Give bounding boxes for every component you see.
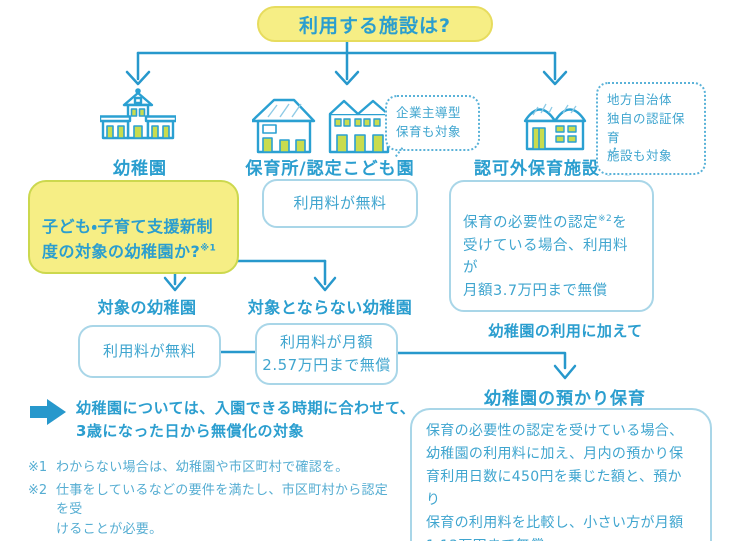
kindergarten-age-note: 幼稚園については、入園できる時期に合わせて、 3歳になった日から無償化の対象 [76, 399, 416, 440]
footnote-text: 仕事をしているなどの要件を満たし、市区町村から認定を受 けることが必要。 [56, 482, 389, 537]
unlicensed-facility-icon [523, 95, 587, 153]
footnote-marker: ※2 [28, 482, 48, 498]
unlicensed-fee-box: 保育の必要性の認定※2を 受けている場合、利用料が 月額3.7万円まで無償 [449, 180, 654, 313]
nursery-icon [250, 94, 392, 156]
footnote-1: ※1 わからない場合は、幼稚園や市区町村で確認を。 [28, 458, 398, 478]
not-eligible-kindergarten-label: 対象とならない幼稚園 [247, 298, 413, 317]
unlicensed-fee-text: 保育の必要性の認定 [463, 215, 598, 232]
root-question-label: 利用する施設は? [298, 14, 452, 37]
bubble-local-certified: 地方自治体 独自の認証保育 施設も対象 [596, 82, 706, 175]
arrow-right-icon [30, 399, 68, 425]
root-question: 利用する施設は? [257, 6, 493, 42]
bubble-corporate-childcare: 企業主導型 保育も対象 [385, 95, 480, 151]
nursery-fee-box: 利用料が無料 [262, 179, 418, 228]
branch-label-nursery: 保育所/認定こども園 [245, 159, 415, 179]
unlicensed-fee-text: を 受けている場合、利用料が 月額3.7万円まで無償 [463, 215, 628, 299]
footnotes: ※1 わからない場合は、幼稚園や市区町村で確認を。 ※2 仕事をしているなどの要… [28, 458, 398, 541]
kindergarten-icon [98, 88, 178, 152]
footnote-2: ※2 仕事をしているなどの要件を満たし、市区町村から認定を受 けることが必要。 [28, 481, 398, 540]
footnote-ref-2: ※2 [598, 214, 613, 225]
eligible-fee-box: 利用料が無料 [78, 325, 221, 378]
footnote-ref-1: ※1 [200, 243, 217, 254]
footnote-marker: ※1 [28, 460, 48, 475]
addition-label: 幼稚園の利用に加えて [488, 322, 643, 340]
not-eligible-fee-box: 利用料が月額 2.57万円まで無償 [255, 323, 398, 385]
branch-label-unlicensed: 認可外保育施設など [474, 159, 636, 179]
footnote-text: わからない場合は、幼稚園や市区町村で確認を。 [56, 460, 349, 475]
kindergarten-question-text: 子ども・子育て支援新制 度の対象の幼稚園か? [42, 216, 213, 261]
eligible-kindergarten-label: 対象の幼稚園 [97, 298, 197, 317]
branch-label-kindergarten: 幼稚園 [113, 159, 167, 179]
azukari-detail-box: 保育の必要性の認定を受けている場合、 幼稚園の利用料に加え、月内の預かり保 育利… [410, 408, 712, 541]
azukari-title: 幼稚園の預かり保育 [484, 389, 646, 409]
kindergarten-question-box: 子ども・子育て支援新制 度の対象の幼稚園か?※1 [28, 180, 239, 275]
